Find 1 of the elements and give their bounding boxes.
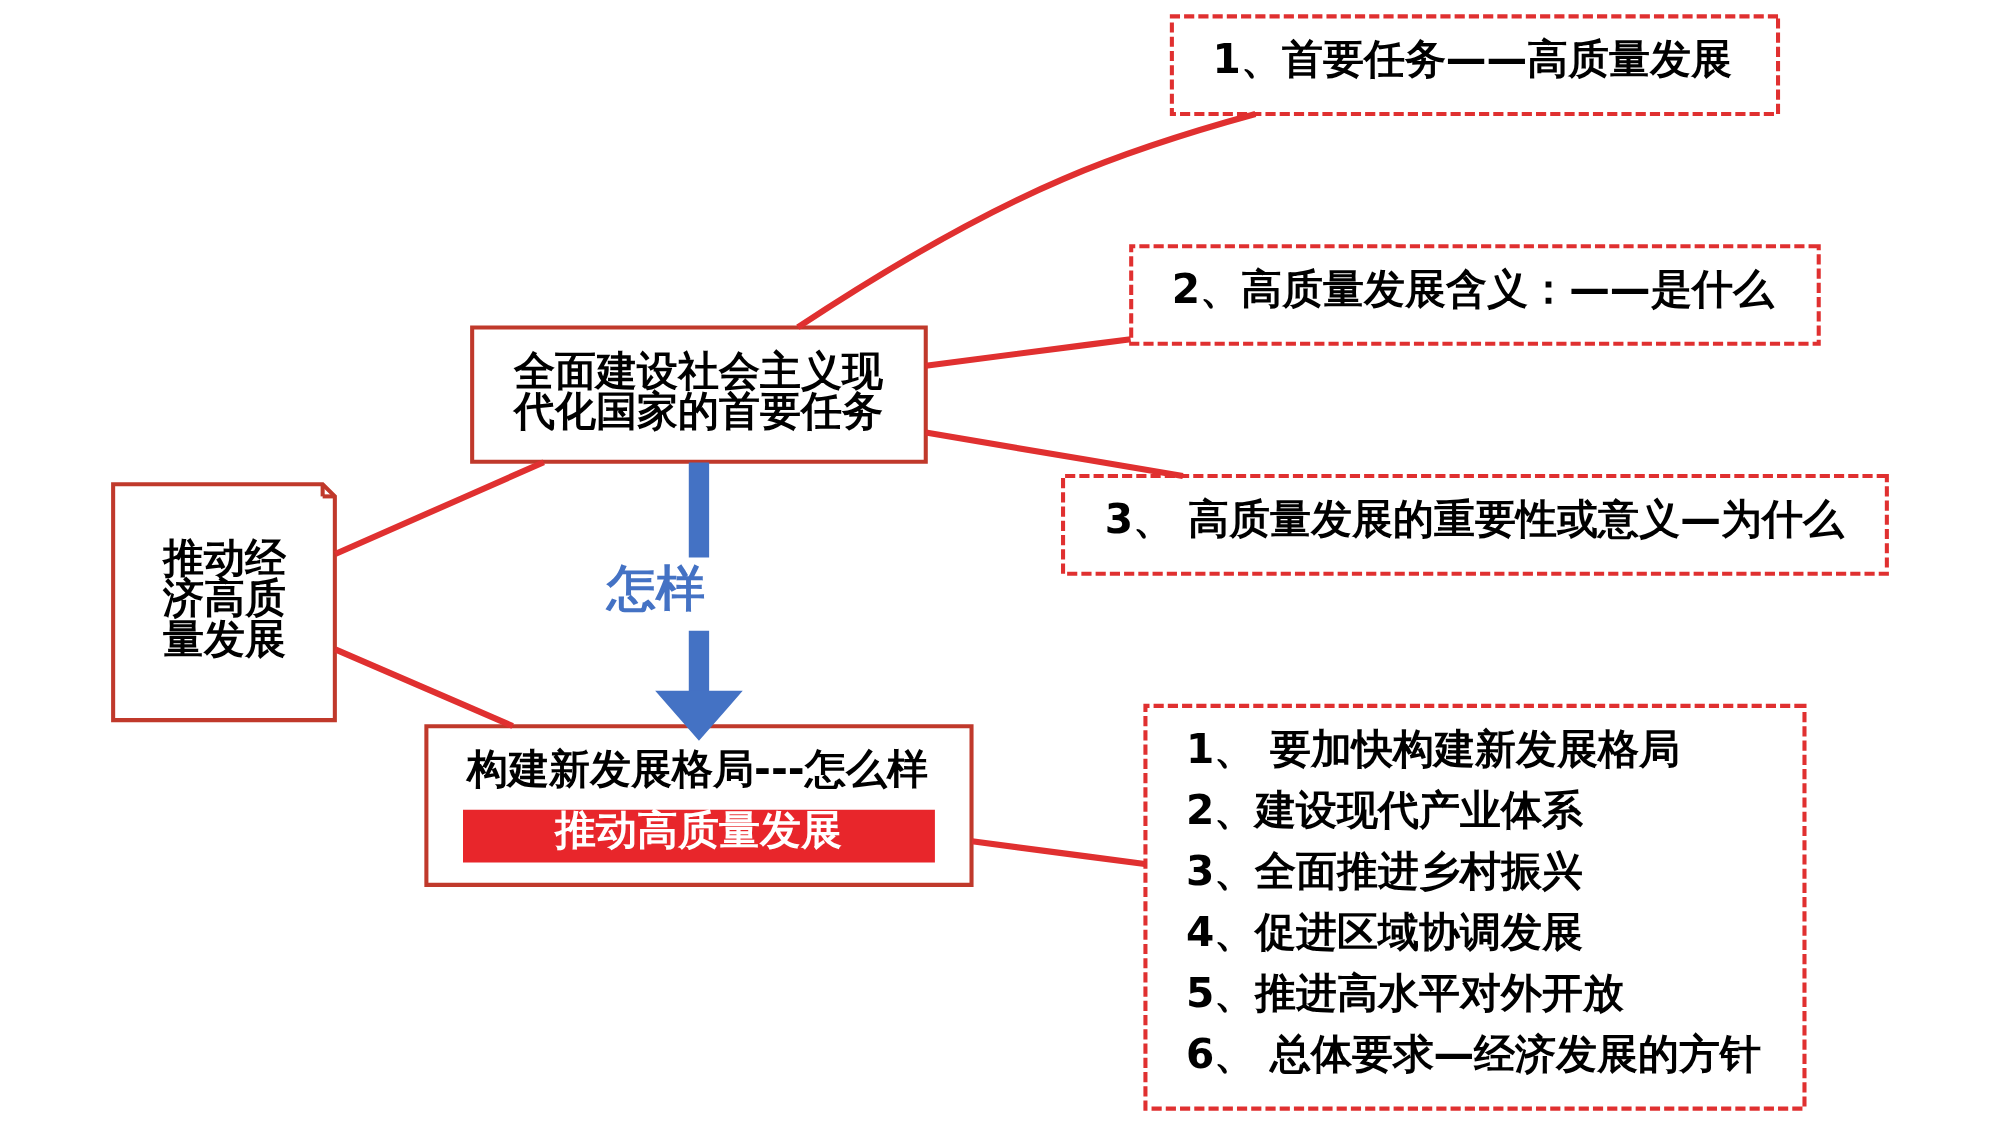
edge-label: 怎样 <box>607 559 706 617</box>
